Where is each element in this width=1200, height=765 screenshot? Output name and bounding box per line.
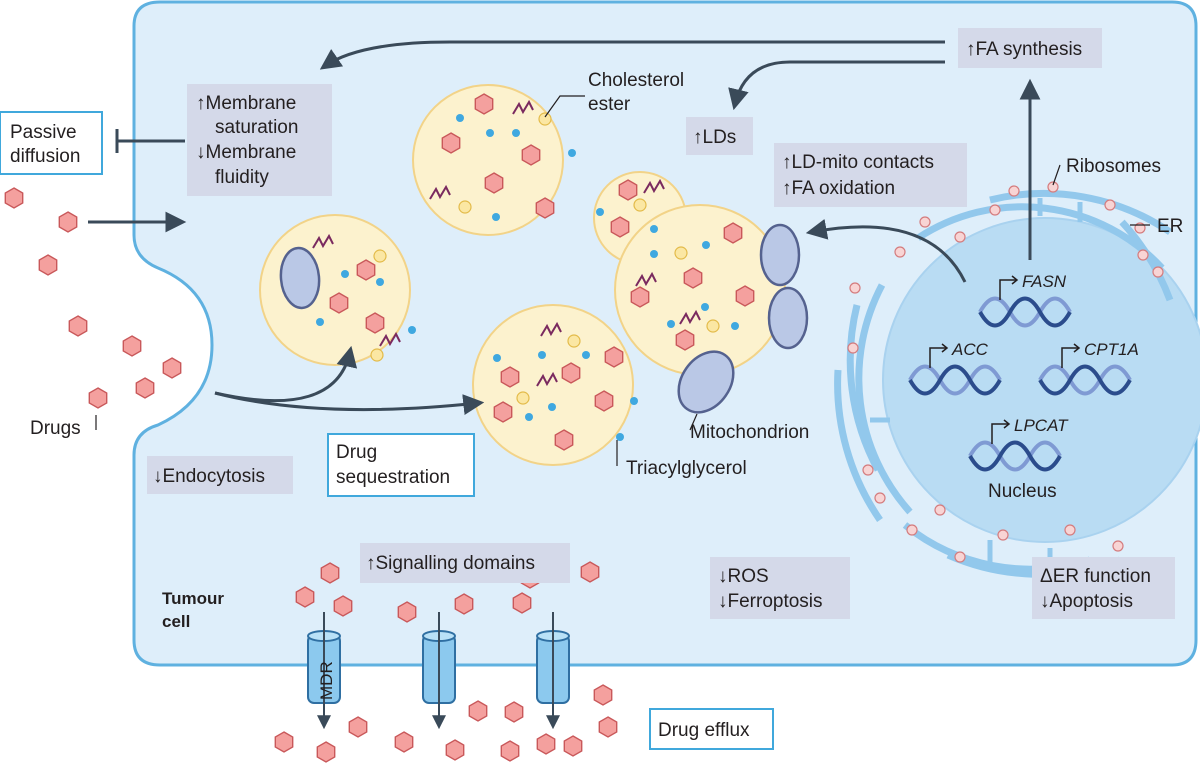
svg-text:↓Apoptosis: ↓Apoptosis xyxy=(1040,591,1133,612)
svg-text:↑FA oxidation: ↑FA oxidation xyxy=(782,178,895,199)
fa-synthesis-label: ↑FA synthesis xyxy=(966,39,1082,60)
er-label: ER xyxy=(1157,216,1183,237)
svg-text:↓Ferroptosis: ↓Ferroptosis xyxy=(718,591,823,612)
mitochondrion-label: Mitochondrion xyxy=(690,422,809,443)
lds-label: ↑LDs xyxy=(693,127,736,148)
svg-text:sequestration: sequestration xyxy=(336,467,450,488)
gene-cpt1a: CPT1A xyxy=(1084,340,1139,359)
triacylglycerol-label: Triacylglycerol xyxy=(626,458,747,479)
er-membrane xyxy=(916,203,1165,271)
drugs-label: Drugs xyxy=(30,418,81,439)
ribosomes-label: Ribosomes xyxy=(1066,156,1161,177)
svg-text:ester: ester xyxy=(588,94,631,115)
nucleus-label: Nucleus xyxy=(988,481,1057,502)
ros-label: ↓ROS xyxy=(718,566,769,587)
mdr-label: MDR xyxy=(317,661,336,700)
membrane-saturation-label: ↑Membrane xyxy=(196,93,296,114)
nucleus-er-complex xyxy=(834,181,1200,578)
mitochondrion-icon xyxy=(279,223,809,414)
svg-text:↓Membrane: ↓Membrane xyxy=(196,142,296,163)
passive-diffusion-label: Passive xyxy=(10,122,77,143)
cholesterol-ester-label: Cholesterol xyxy=(588,70,684,91)
signalling-domains-label: ↑Signalling domains xyxy=(366,553,535,574)
er-function-label: ΔER function xyxy=(1040,566,1151,587)
dna-helix-icon xyxy=(908,296,1132,472)
label-boxes xyxy=(0,28,1175,750)
ld-mito-contacts-label: ↑LD-mito contacts xyxy=(782,152,934,173)
svg-text:diffusion: diffusion xyxy=(10,146,80,167)
gene-acc: ACC xyxy=(951,340,989,359)
gene-fasn: FASN xyxy=(1022,272,1067,291)
endocytosis-label: ↓Endocytosis xyxy=(153,466,265,487)
drug-sequestration-label: Drug xyxy=(336,442,377,463)
gene-lpcat: LPCAT xyxy=(1014,416,1069,435)
svg-text:saturation: saturation xyxy=(215,117,298,138)
tumour-cell-label: Tumour xyxy=(162,589,224,608)
drug-efflux-label: Drug efflux xyxy=(658,720,750,741)
svg-text:fluidity: fluidity xyxy=(215,167,269,188)
ribosome-icon xyxy=(847,181,1164,563)
svg-text:cell: cell xyxy=(162,612,190,631)
